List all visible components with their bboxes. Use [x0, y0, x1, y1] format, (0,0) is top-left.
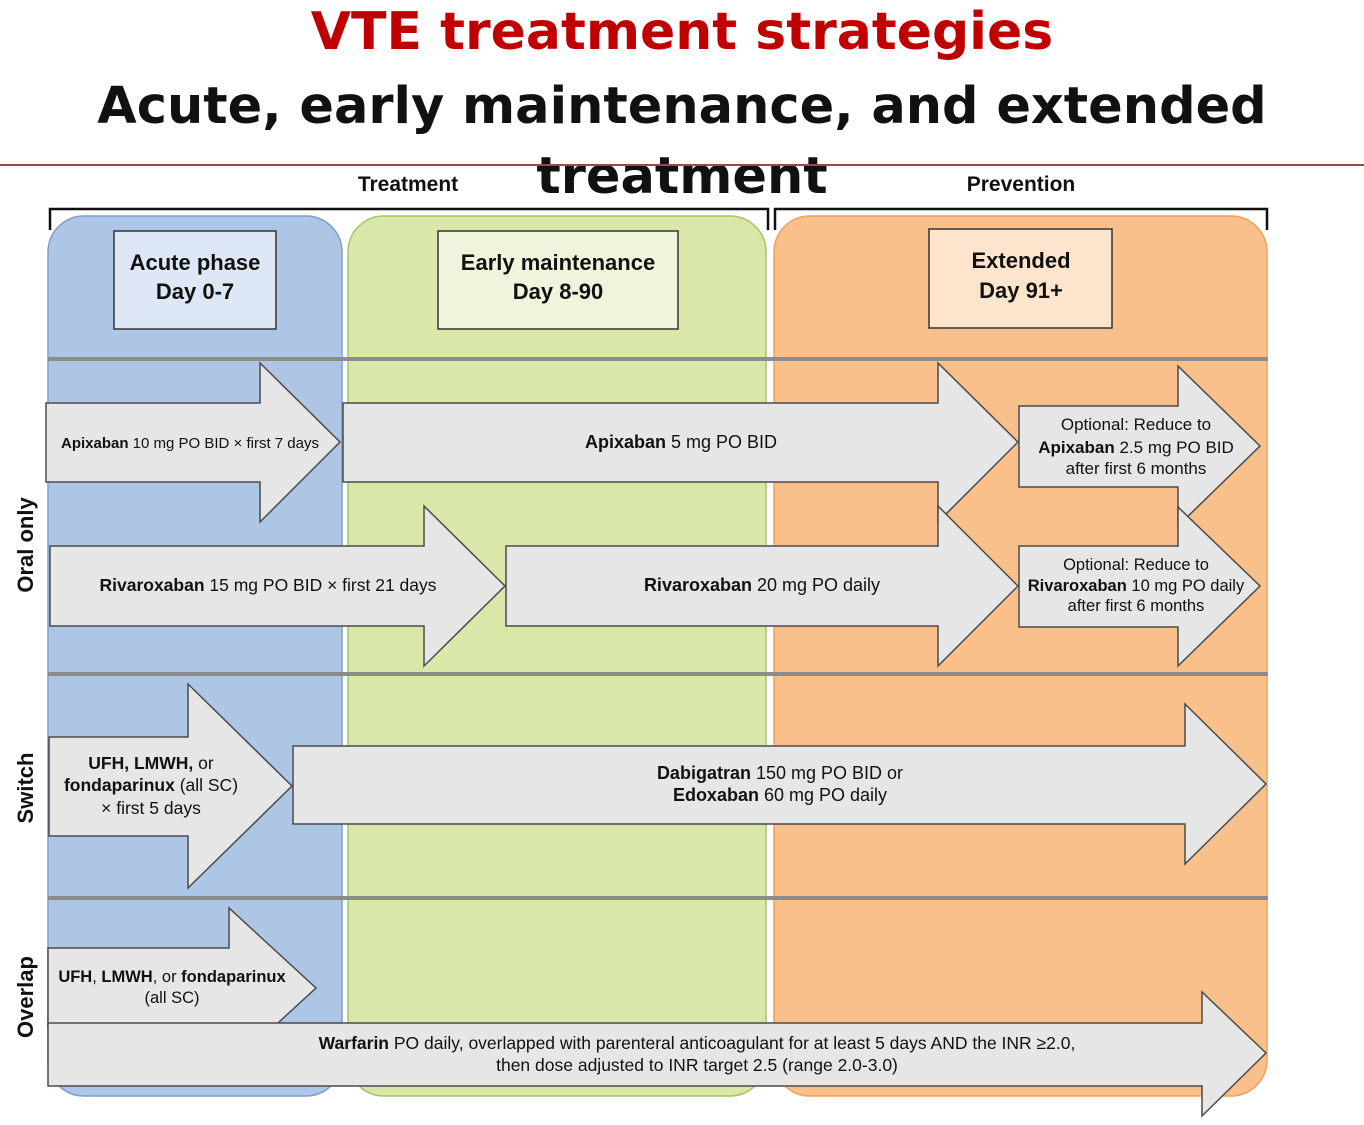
apixaban-extended-arrow	[1018, 364, 1262, 528]
early-maintenance-box	[437, 230, 679, 330]
switch-maintenance-line2: Edoxaban 60 mg PO daily	[673, 785, 887, 805]
switch-maintenance-arrow	[292, 702, 1268, 866]
title-divider	[0, 164, 1364, 166]
treatment-group-label: Treatment	[358, 173, 458, 196]
slide-subtitle: Acute, early maintenance, and extended t…	[97, 77, 1267, 206]
switch-acute-arrow	[48, 682, 294, 890]
apixaban-extended-line2: Apixaban 2.5 mg PO BID	[1038, 438, 1234, 457]
early-maintenance-days: Day 8-90	[513, 279, 604, 304]
rivaroxaban-extended-line3: after first 6 months	[1068, 597, 1205, 615]
overlap-acute-line1: UFH, LMWH, or fondaparinux	[58, 968, 286, 986]
row-label-overlap: Overlap	[13, 956, 38, 1038]
row-divider-oral-top	[48, 357, 1268, 361]
extended-box	[928, 228, 1113, 329]
acute-phase-days: Day 0-7	[156, 279, 234, 304]
rivaroxaban-extended-arrow	[1018, 505, 1262, 668]
warfarin-line2: then dose adjusted to INR target 2.5 (ra…	[496, 1055, 898, 1075]
extended-name: Extended	[971, 248, 1070, 273]
row-label-oral-only: Oral only	[13, 497, 38, 593]
apixaban-maintenance-arrow	[342, 361, 1020, 524]
apixaban-extended-line3: after first 6 months	[1066, 459, 1207, 478]
switch-acute-line1: UFH, LMWH, or	[88, 753, 214, 773]
warfarin-line1: Warfarin PO daily, overlapped with paren…	[319, 1033, 1076, 1053]
rivaroxaban-maintenance-text: Rivaroxaban 20 mg PO daily	[644, 575, 880, 595]
prevention-bracket	[773, 207, 1269, 230]
rivaroxaban-extended-line2: Rivaroxaban 10 mg PO daily	[1028, 577, 1245, 595]
row-divider-overlap-top	[48, 896, 1268, 900]
apixaban-maintenance-text: Apixaban 5 mg PO BID	[585, 432, 777, 452]
early-maintenance-name: Early maintenance	[461, 250, 655, 275]
rivaroxaban-maintenance-arrow	[505, 504, 1020, 668]
prevention-group-label: Prevention	[967, 173, 1076, 196]
apixaban-acute-text: Apixaban 10 mg PO BID × first 7 days	[61, 435, 319, 452]
apixaban-acute-arrow	[45, 361, 342, 524]
extended-days: Day 91+	[979, 278, 1063, 303]
slide-title: VTE treatment strategies	[310, 2, 1054, 62]
treatment-bracket	[48, 207, 770, 230]
row-divider-switch-top	[48, 672, 1268, 676]
rivaroxaban-extended-line1: Optional: Reduce to	[1063, 556, 1209, 574]
rivaroxaban-acute-arrow	[49, 504, 507, 668]
switch-maintenance-line1: Dabigatran 150 mg PO BID or	[657, 763, 903, 783]
switch-acute-line2: fondaparinux (all SC)	[64, 775, 238, 795]
extended-column	[773, 215, 1268, 1097]
early-maintenance-column	[347, 215, 767, 1097]
overlap-acute-line2: (all SC)	[144, 989, 199, 1007]
switch-acute-line3: × first 5 days	[101, 798, 201, 818]
acute-phase-box	[113, 230, 277, 330]
acute-phase-name: Acute phase	[130, 250, 261, 275]
row-label-switch: Switch	[13, 753, 38, 824]
warfarin-arrow	[47, 990, 1268, 1118]
rivaroxaban-acute-text: Rivaroxaban 15 mg PO BID × first 21 days	[99, 575, 436, 595]
apixaban-extended-line1: Optional: Reduce to	[1061, 415, 1211, 434]
